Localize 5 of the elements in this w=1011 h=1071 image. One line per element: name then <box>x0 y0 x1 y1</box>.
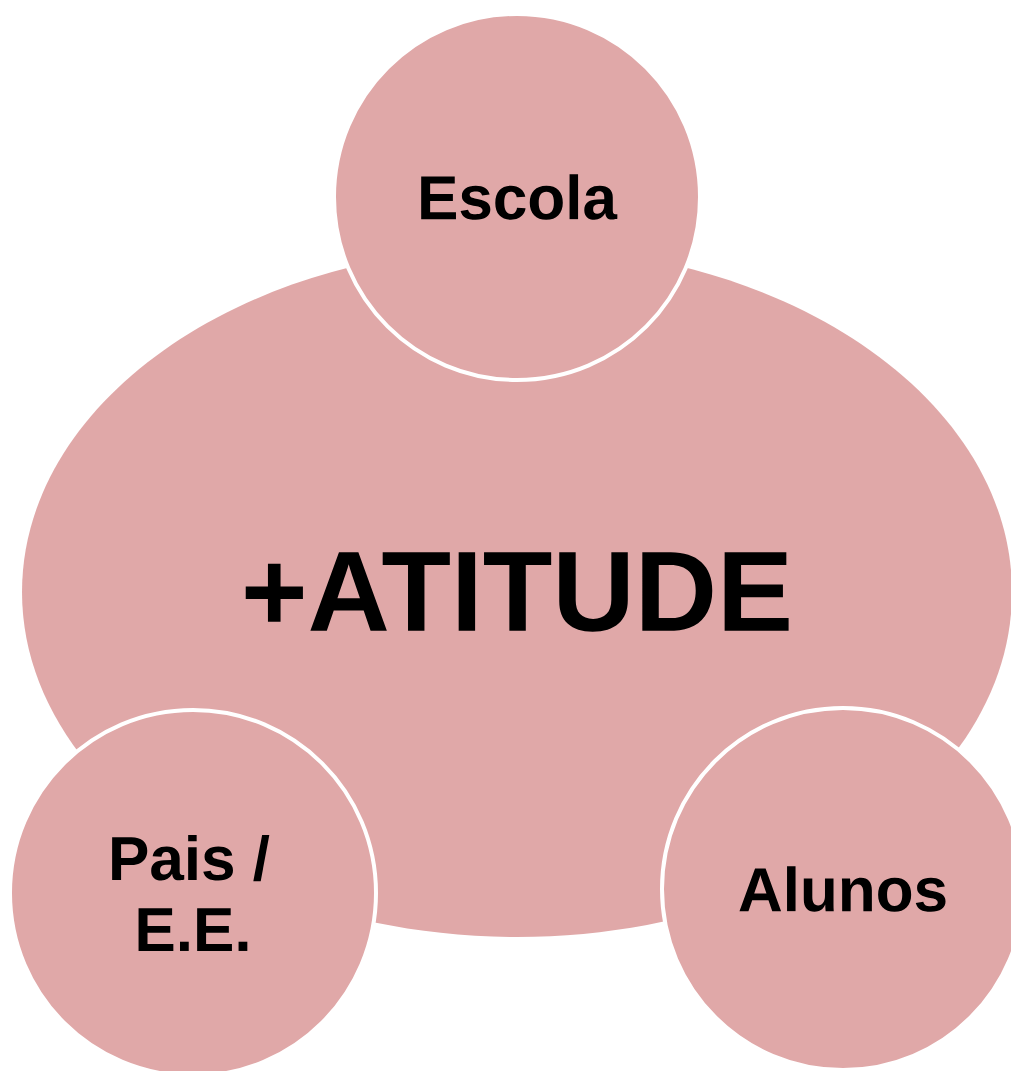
circle-bubble: Alunos <box>660 706 1011 1071</box>
circle-bubble: Escola <box>332 12 702 382</box>
node-label: +ATITUDE <box>245 552 789 632</box>
node-label: Alunos <box>739 866 946 912</box>
node-label: Escola <box>421 174 618 220</box>
